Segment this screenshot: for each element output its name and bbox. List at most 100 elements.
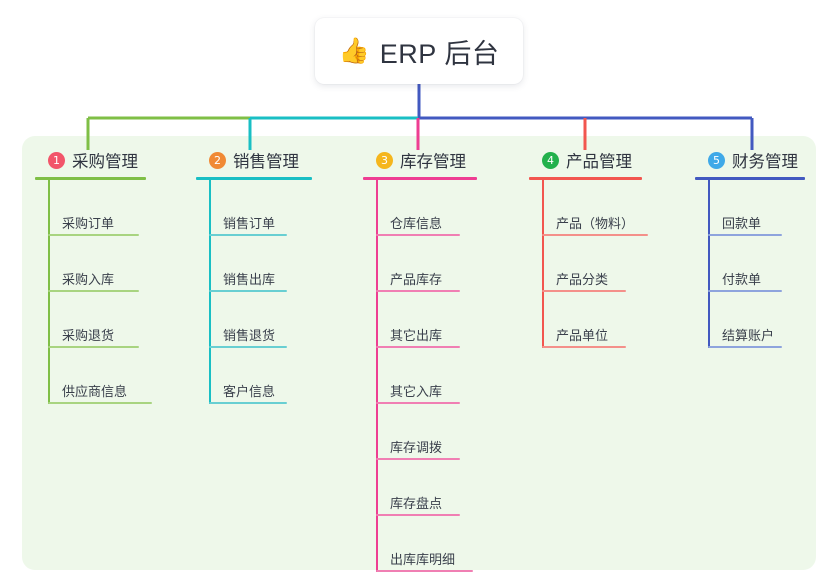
branch-title: 库存管理 [400, 153, 466, 171]
branch-header-rule [529, 177, 642, 180]
branch-header[interactable]: 2 销售管理 [196, 148, 312, 172]
branch-header[interactable]: 4 产品管理 [529, 148, 642, 172]
branch-item-label: 采购入库 [62, 272, 115, 287]
branch-item-label: 仓库信息 [390, 216, 443, 231]
branch-item[interactable]: 采购入库 [35, 236, 146, 292]
branch-item-rule [376, 346, 460, 348]
branch-title: 财务管理 [732, 153, 798, 171]
branch-spine [376, 180, 378, 572]
branch-item-label: 其它入库 [390, 384, 443, 399]
branch-item-rule [376, 514, 460, 516]
branch-item-label: 采购订单 [62, 216, 115, 231]
branch-item-rule [376, 458, 460, 460]
branch-item-label: 客户信息 [223, 384, 276, 399]
branch-number-badge: 2 [209, 151, 226, 169]
branch-item-label: 产品库存 [390, 272, 443, 287]
thumbs-up-icon: 👍 [338, 36, 370, 65]
branch-item-rule [376, 570, 473, 572]
branch-header[interactable]: 3 库存管理 [363, 148, 477, 172]
branch-item-label: 回款单 [722, 216, 762, 231]
branch-header-rule [196, 177, 312, 180]
branch-item-label: 产品（物料） [556, 216, 635, 231]
branch-number-badge: 1 [48, 151, 65, 169]
branch-header-rule [35, 177, 146, 180]
branch-item[interactable]: 销售退货 [196, 292, 312, 348]
branch-item-rule [48, 402, 152, 404]
branch-item-label: 库存盘点 [390, 496, 443, 511]
branch-item-list: 仓库信息产品库存其它出库其它入库库存调拨库存盘点出库库明细 [363, 180, 477, 572]
branch-item-rule [209, 346, 287, 348]
branch-item-rule [542, 290, 626, 292]
branch-header-rule [363, 177, 477, 180]
branch-item-rule [48, 290, 139, 292]
branch-item[interactable]: 采购订单 [35, 180, 146, 236]
branch-item-label: 库存调拨 [390, 440, 443, 455]
branch-item-rule [708, 346, 782, 348]
branch-item-rule [376, 234, 460, 236]
branch-item-rule [376, 402, 460, 404]
branch-item[interactable]: 结算账户 [695, 292, 805, 348]
branch-item[interactable]: 供应商信息 [35, 348, 152, 404]
branch-column: 3 库存管理仓库信息产品库存其它出库其它入库库存调拨库存盘点出库库明细 [363, 148, 477, 572]
root-title: ERP 后台 [379, 38, 500, 69]
branch-title: 产品管理 [566, 153, 632, 171]
branch-column: 2 销售管理销售订单销售出库销售退货客户信息 [196, 148, 312, 404]
branch-item-rule [209, 402, 287, 404]
branch-item[interactable]: 库存调拨 [363, 404, 477, 460]
branch-item-label: 销售出库 [223, 272, 276, 287]
branch-spine [542, 180, 544, 348]
branch-item-label: 付款单 [722, 272, 762, 287]
branch-item[interactable]: 产品单位 [529, 292, 642, 348]
branch-item[interactable]: 库存盘点 [363, 460, 477, 516]
branch-item[interactable]: 销售出库 [196, 236, 312, 292]
branch-item-label: 出库库明细 [390, 552, 456, 567]
branch-number-badge: 5 [708, 151, 725, 169]
branch-item[interactable]: 付款单 [695, 236, 805, 292]
branch-item[interactable]: 回款单 [695, 180, 805, 236]
branch-item-rule [542, 346, 626, 348]
branch-spine [48, 180, 50, 404]
branch-item[interactable]: 产品库存 [363, 236, 477, 292]
branch-spine [209, 180, 211, 404]
branch-spine [708, 180, 710, 348]
branch-header-rule [695, 177, 805, 180]
branch-number-badge: 4 [542, 151, 559, 169]
branch-item-list: 回款单付款单结算账户 [695, 180, 805, 348]
branch-item[interactable]: 客户信息 [196, 348, 312, 404]
branch-item-rule [708, 290, 782, 292]
branch-item-rule [209, 290, 287, 292]
branch-item-label: 产品分类 [556, 272, 609, 287]
branch-item-label: 采购退货 [62, 328, 115, 343]
branches-panel [22, 136, 816, 570]
branch-item[interactable]: 产品（物料） [529, 180, 648, 236]
branch-title: 销售管理 [233, 153, 299, 171]
branch-item-rule [708, 234, 782, 236]
branch-item-rule [48, 234, 139, 236]
branch-item-rule [48, 346, 139, 348]
branch-item-list: 销售订单销售出库销售退货客户信息 [196, 180, 312, 404]
branch-item-label: 其它出库 [390, 328, 443, 343]
branch-item[interactable]: 其它出库 [363, 292, 477, 348]
branch-item[interactable]: 出库库明细 [363, 516, 477, 572]
root-node[interactable]: 👍 ERP 后台 [315, 18, 523, 84]
branch-item[interactable]: 销售订单 [196, 180, 312, 236]
branch-column: 1 采购管理采购订单采购入库采购退货供应商信息 [35, 148, 152, 404]
branch-number-badge: 3 [376, 151, 393, 169]
branch-item-label: 产品单位 [556, 328, 609, 343]
branch-item[interactable]: 其它入库 [363, 348, 477, 404]
branch-header[interactable]: 1 采购管理 [35, 148, 146, 172]
branch-title: 采购管理 [72, 153, 138, 171]
branch-item-rule [209, 234, 287, 236]
branch-item[interactable]: 产品分类 [529, 236, 642, 292]
branch-header[interactable]: 5 财务管理 [695, 148, 805, 172]
branch-column: 4 产品管理产品（物料） 产品分类产品单位 [529, 148, 648, 348]
branch-item-rule [376, 290, 460, 292]
branch-item-list: 采购订单采购入库采购退货供应商信息 [35, 180, 152, 404]
branch-item-label: 供应商信息 [62, 384, 128, 399]
branch-item[interactable]: 采购退货 [35, 292, 146, 348]
branch-item-label: 销售退货 [223, 328, 276, 343]
branch-item-label: 结算账户 [722, 328, 775, 343]
branch-item[interactable]: 仓库信息 [363, 180, 477, 236]
branch-item-list: 产品（物料） 产品分类产品单位 [529, 180, 648, 348]
